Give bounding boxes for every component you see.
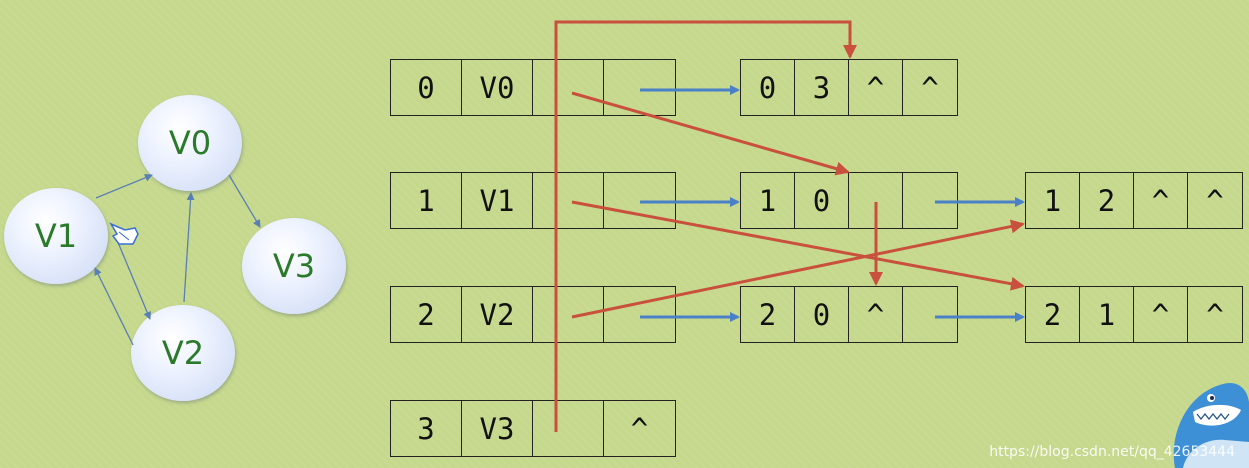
watermark: https://blog.csdn.net/qq_42653444 [989,444,1235,460]
firstin-pointer [533,60,604,115]
hand-cursor-icon [109,222,139,245]
vertex-index: 0 [391,60,462,115]
arc-tail: 2 [741,287,795,342]
firstout-pointer: ^ [630,411,649,446]
firstin-pointer [533,287,604,342]
arc-hlink: ^ [1134,173,1188,228]
shark-mascot-icon [1173,382,1249,468]
arc-hlink: ^ [849,60,903,115]
firstin-pointer [533,173,604,228]
arc-head: 3 [795,60,849,115]
vertex-index: 1 [391,173,462,228]
vertex-name: V0 [462,60,533,115]
graph-node-v1: V1 [4,188,108,284]
vertex-row-0: 0 V0 [390,59,676,116]
firstin-0-arrow [571,91,850,176]
arc-tlink: ^ [1206,183,1224,218]
arc-head: 1 [1080,287,1134,342]
arc-head: 2 [1080,173,1134,228]
node-label: V3 [272,247,316,285]
arc-tail: 1 [741,173,795,228]
vertex-index: 2 [391,287,462,342]
edge-v2-v0 [183,192,195,303]
firstin-3-arrow [554,20,857,432]
vertex-row-1: 1 V1 [390,172,676,229]
vertex-row-3: 3 V3 ^ [390,400,676,457]
graph-node-v2: V2 [131,305,235,401]
vertex-name: V3 [462,401,533,456]
arc-head: 0 [795,173,849,228]
firstin-1-arrow [571,200,1025,291]
arc-tlink: ^ [921,70,939,105]
arc-hlink: ^ [849,287,903,342]
firstin-2-arrow [571,219,1025,319]
edge-v1-v2 [116,239,151,320]
arc-tlink: ^ [1206,297,1224,332]
arc-hlink [849,173,903,228]
arc-tail: 1 [1026,173,1080,228]
graph-node-v0: V0 [138,95,242,191]
arc-head: 0 [795,287,849,342]
graph-node-v3: V3 [242,218,346,314]
edge-v2-v1 [94,267,134,346]
vertex-name: V2 [462,287,533,342]
edge-v1-v0 [95,173,153,199]
arc-node-2-0: 2 0 ^ [740,286,958,343]
vertex-index: 3 [391,401,462,456]
arc-node-0-3: 0 3 ^ ^ [740,59,958,116]
node-label: V1 [34,217,78,255]
edge-v0-v3 [228,174,261,228]
node-label: V0 [168,124,212,162]
vertex-name: V1 [462,173,533,228]
arc-tail: 2 [1026,287,1080,342]
vertex-row-2: 2 V2 [390,286,676,343]
node-label: V2 [161,334,205,372]
arc-hlink: ^ [1134,287,1188,342]
arc-node-2-1: 2 1 ^ ^ [1025,286,1243,343]
firstin-pointer [533,401,604,456]
arc-tail: 0 [741,60,795,115]
arc-node-1-2: 1 2 ^ ^ [1025,172,1243,229]
